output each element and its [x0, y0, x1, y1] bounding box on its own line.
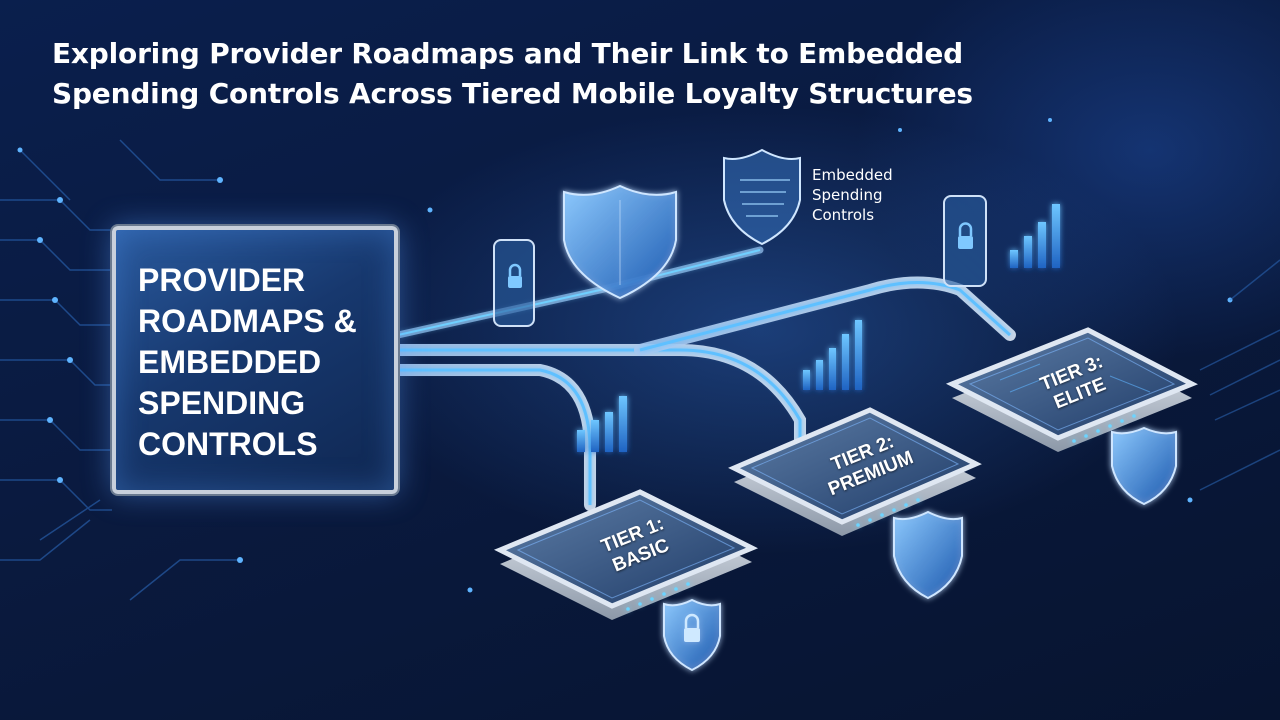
panel-line-2: ROADMAPS & — [138, 303, 357, 339]
smartphone-icon-right — [943, 195, 987, 287]
provider-roadmaps-panel-text: PROVIDER ROADMAPS & EMBEDDED SPENDING CO… — [138, 260, 388, 465]
connector-paths — [392, 246, 1016, 511]
bar-chart-icon-tier-2 — [803, 320, 862, 390]
bar-chart-icon-tier-1 — [577, 396, 627, 452]
panel-line-4: SPENDING — [138, 385, 306, 421]
tier-1-platform — [493, 489, 759, 620]
circuit-dots — [17, 118, 1233, 593]
shield-icon-tier-1 — [663, 598, 721, 672]
shield-icon-large — [563, 184, 677, 300]
tier-3-platform — [945, 327, 1198, 452]
callout-line-2: Spending — [812, 186, 883, 204]
page-title-line-1: Exploring Provider Roadmaps and Their Li… — [52, 37, 964, 70]
circuit-traces-right — [1199, 259, 1280, 491]
shield-icon-tier-2 — [893, 510, 963, 600]
shield-icon-callout — [723, 148, 801, 246]
shield-icon-tier-3 — [1111, 426, 1177, 506]
panel-line-5: CONTROLS — [138, 426, 318, 462]
panel-line-3: EMBEDDED — [138, 344, 322, 380]
panel-line-1: PROVIDER — [138, 262, 306, 298]
provider-roadmaps-panel: PROVIDER ROADMAPS & EMBEDDED SPENDING CO… — [112, 226, 398, 494]
page-title-line-2: Spending Controls Across Tiered Mobile L… — [52, 77, 973, 110]
embedded-spending-controls-label: Embedded Spending Controls — [812, 165, 932, 225]
tier-2-platform — [728, 407, 982, 536]
callout-line-3: Controls — [812, 206, 875, 224]
page-title: Exploring Provider Roadmaps and Their Li… — [52, 34, 1212, 114]
circuit-traces-left — [0, 139, 240, 601]
bar-chart-icon-tier-3 — [1010, 204, 1060, 268]
smartphone-icon-left — [493, 239, 535, 327]
callout-line-1: Embedded — [812, 166, 893, 184]
